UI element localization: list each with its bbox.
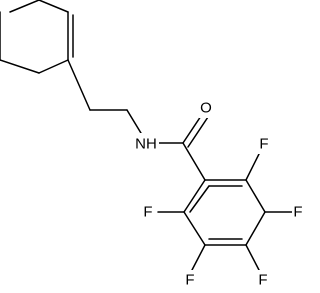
bond	[183, 179, 206, 213]
fluorine-label-right: F	[293, 204, 302, 221]
fluorine-label-bottom-right: F	[258, 272, 267, 289]
ethyl-amide-chain	[67, 59, 211, 181]
bond	[183, 211, 206, 246]
bond	[9, 0, 40, 13]
bond	[0, 59, 40, 74]
fluorine-label-bottom-left: F	[185, 272, 194, 289]
bond	[182, 142, 206, 181]
bond	[245, 244, 260, 271]
atom-labels: NH O F F F F F	[133, 98, 304, 290]
aromatic-inner-bond	[189, 185, 210, 213]
structure-diagram: NH O F F F F F	[0, 0, 304, 290]
bond	[38, 59, 69, 74]
cyclohexene-ring	[0, 0, 74, 74]
bond	[38, 0, 69, 13]
nitrogen-label: NH	[135, 136, 157, 153]
fluorine-label-top: F	[259, 136, 268, 153]
oxygen-label: O	[200, 100, 212, 117]
bond	[245, 211, 266, 246]
bond	[245, 179, 266, 213]
fluorine-label-left: F	[143, 204, 152, 221]
fluorine-bonds	[157, 153, 293, 271]
pentafluorophenyl-ring	[183, 179, 266, 246]
carbonyl-bond-second	[187, 113, 211, 148]
bond	[67, 59, 91, 111]
bond	[191, 244, 206, 271]
bond	[245, 153, 260, 181]
